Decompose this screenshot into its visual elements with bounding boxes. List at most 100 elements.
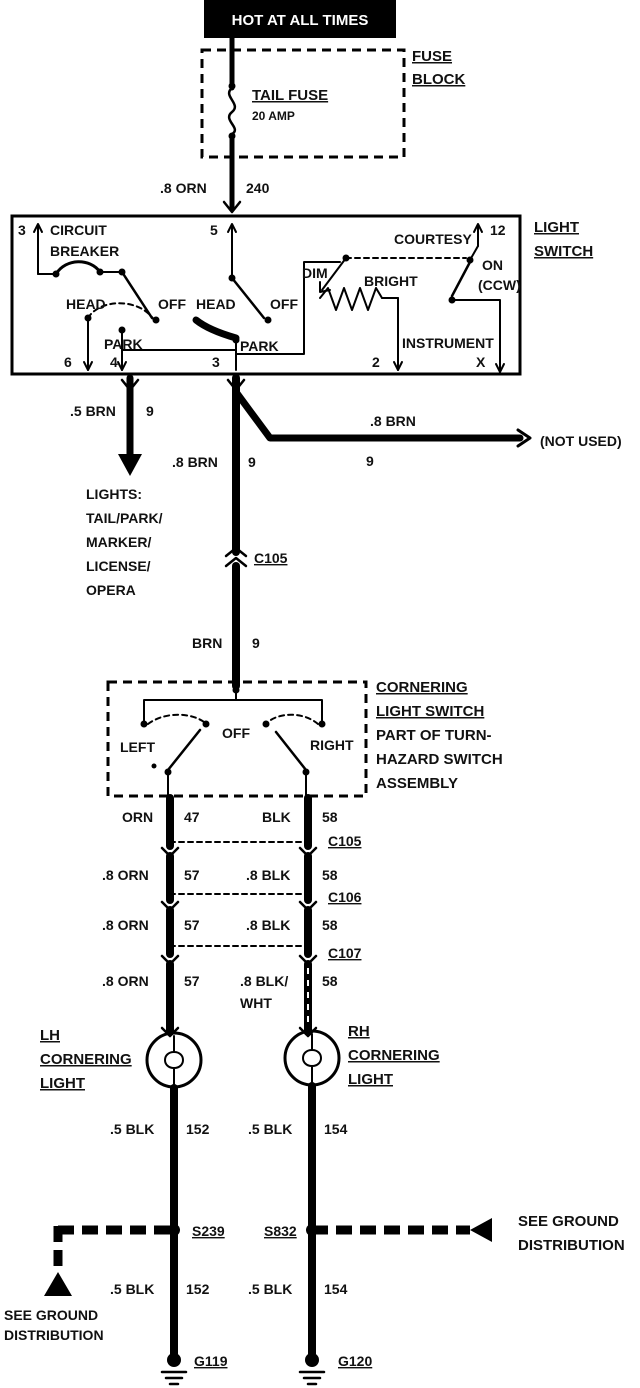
left-bus-contact — [140, 720, 148, 728]
wire-not-used-branch — [232, 388, 524, 442]
courtesy-blade — [450, 260, 472, 298]
row1-left-gauge: .8 ORN — [102, 867, 149, 883]
ground-g120-icon — [298, 1370, 326, 1386]
left-label: LEFT — [120, 739, 155, 755]
blk-right-gauge: .5 BLK — [248, 1121, 292, 1137]
instrument-label: INSTRUMENT — [402, 335, 494, 351]
light-switch-title-1: LIGHT — [534, 219, 579, 236]
brn-circuit: 9 — [252, 635, 260, 651]
blk-left-gauge: .5 BLK — [110, 1121, 154, 1137]
left-dashed-arc — [147, 713, 205, 725]
rh-lamp-filament — [302, 1033, 322, 1083]
blk-right-circuit: 154 — [324, 1121, 348, 1137]
center-wire-gauge: .8 BRN — [172, 454, 218, 470]
pin-6: 6 — [64, 354, 72, 370]
head-label-center: HEAD — [196, 296, 236, 312]
cornering-switch-box — [106, 680, 368, 798]
connector-arrow-240 — [222, 200, 242, 214]
pin5-arrow-up — [227, 223, 237, 233]
lights-arrow — [118, 454, 142, 476]
light-switch-title-2: SWITCH — [534, 243, 593, 260]
ground-left-label-1: SEE GROUND — [4, 1307, 98, 1323]
courtesy-label: COURTESY — [394, 231, 472, 247]
left-wire-circuit: 9 — [146, 403, 154, 419]
tail-fuse-label: TAIL FUSE — [252, 87, 328, 104]
pinx-arrow — [495, 363, 505, 373]
center-wire-circuit: 9 — [248, 454, 256, 470]
wire-240-gauge: .8 ORN — [160, 180, 207, 196]
cb-arrow-up — [33, 223, 43, 233]
blk-left-circuit: 152 — [186, 1121, 210, 1137]
orn-label: ORN — [122, 809, 153, 825]
not-used-terminal — [516, 428, 532, 448]
circuit-breaker-label-2: BREAKER — [50, 243, 119, 259]
right-bus-contact — [318, 720, 326, 728]
c107-arrows — [160, 954, 318, 966]
cb-node-left — [52, 270, 60, 278]
off-label-cornering: OFF — [222, 725, 250, 741]
c105-arrows — [160, 846, 318, 858]
row1-right-circuit: 58 — [322, 867, 338, 883]
fuse-rating-label: 20 AMP — [252, 109, 295, 123]
left-wire-gauge: .5 BRN — [70, 403, 116, 419]
g120-label: G120 — [338, 1353, 372, 1369]
left-off-contact — [202, 720, 210, 728]
lights-line-2: MARKER/ — [86, 534, 151, 550]
right-label: RIGHT — [310, 737, 354, 753]
left-switch-blade — [166, 728, 202, 772]
fuse-block-outline — [200, 48, 406, 159]
wire-240-circuit: 240 — [246, 180, 270, 196]
c106-arrows — [160, 900, 318, 912]
fuse-block-label-1: FUSE — [412, 48, 452, 65]
courtesy-arrow-up — [473, 223, 483, 233]
ground-g120-node — [305, 1353, 319, 1367]
center-park-link — [235, 261, 341, 355]
cornering-sub-1: PART OF TURN- — [376, 727, 492, 744]
circuit-breaker-label-1: CIRCUIT — [50, 222, 107, 238]
park-label-center: PARK — [240, 338, 279, 354]
fuse-element-icon — [227, 86, 237, 136]
ground-right-label-1: SEE GROUND — [518, 1213, 619, 1230]
head-label-left: HEAD — [66, 296, 106, 312]
ground-left-label-2: DISTRIBUTION — [4, 1327, 104, 1343]
right-switch-blade — [274, 730, 308, 772]
off-label-center: OFF — [270, 296, 298, 312]
lights-line-1: TAIL/PARK/ — [86, 510, 163, 526]
ground-g119-node — [167, 1353, 181, 1367]
pin-2: 2 — [372, 354, 380, 370]
dim-label: DIM — [302, 265, 328, 281]
hot-at-all-times-label: HOT AT ALL TIMES — [232, 12, 369, 29]
row3-left-circuit: 57 — [184, 973, 200, 989]
lh-label-3: LIGHT — [40, 1075, 85, 1092]
row2-left-gauge: .8 ORN — [102, 917, 149, 933]
pin-5: 5 — [210, 222, 218, 238]
circuit-breaker-icon — [54, 260, 102, 276]
lights-line-0: LIGHTS: — [86, 486, 142, 502]
light-switch-box — [10, 214, 522, 376]
fuse-terminal-top — [228, 82, 236, 90]
ground-right-label-2: DISTRIBUTION — [518, 1237, 625, 1254]
row3-right-gauge-1: .8 BLK/ — [240, 973, 288, 989]
brn-gauge: BRN — [192, 635, 222, 651]
right-wire-gauge: .8 BRN — [370, 413, 416, 429]
rh-label-3: LIGHT — [348, 1071, 393, 1088]
on-label: ON — [482, 257, 503, 273]
center-off-contact — [264, 316, 272, 324]
off-label-left: OFF — [158, 296, 186, 312]
courtesy-link — [469, 245, 479, 261]
rh-label-1: RH — [348, 1023, 370, 1040]
head-switch-dashed-arc — [87, 302, 155, 321]
pin4-arrow — [117, 361, 127, 371]
lh-lamp-arrow — [160, 1026, 180, 1038]
row3-left-gauge: .8 ORN — [102, 973, 149, 989]
blk-label: BLK — [262, 809, 291, 825]
center-head-arc — [192, 316, 240, 342]
pin-x: X — [476, 354, 486, 370]
s239-label: S239 — [192, 1223, 225, 1239]
dimmer-wiper — [321, 257, 347, 291]
row2-right-gauge: .8 BLK — [246, 917, 290, 933]
pin6-arrow — [83, 361, 93, 371]
connector-arrow-left — [120, 378, 140, 392]
lh-lamp-filament — [164, 1035, 184, 1085]
